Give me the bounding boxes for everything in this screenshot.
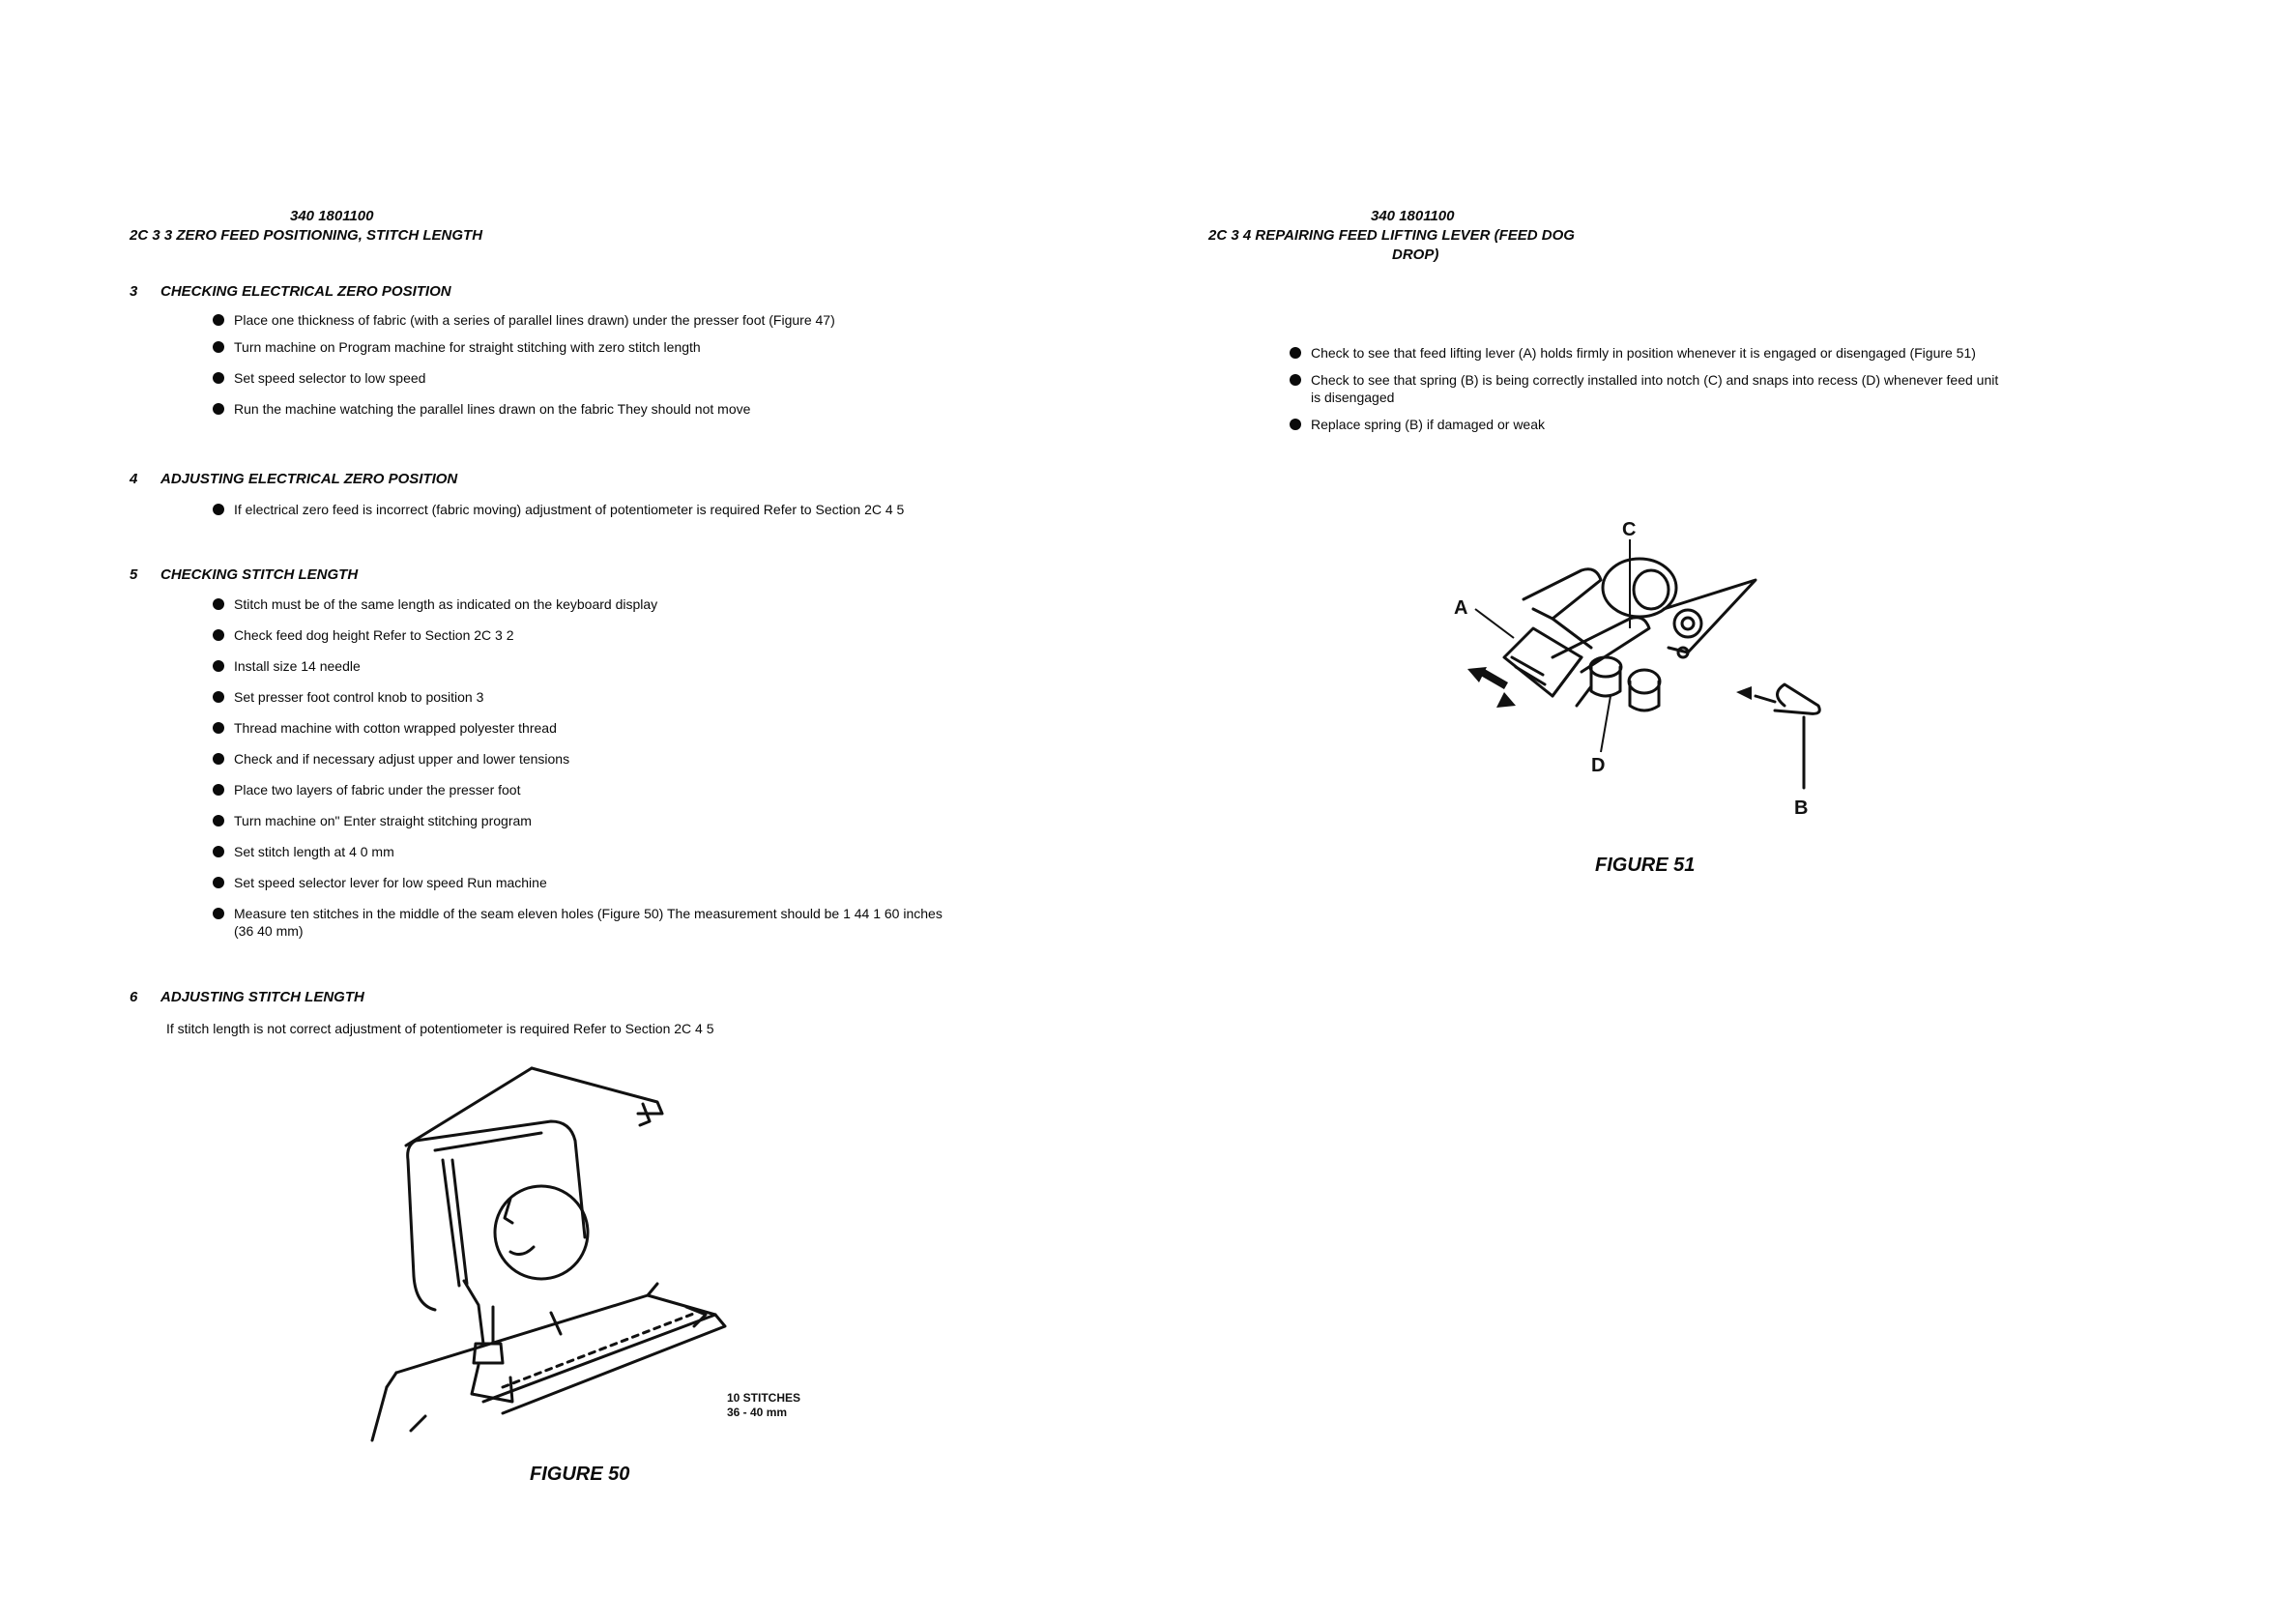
list-item: Check to see that spring (B) is being co… xyxy=(1290,371,2005,406)
label-d: D xyxy=(1591,755,1605,776)
list-item: Place two layers of fabric under the pre… xyxy=(213,781,947,798)
header-code: 340 1801100 xyxy=(290,208,374,224)
section-title: CHECKING STITCH LENGTH xyxy=(160,566,359,583)
list-item: Set presser foot control knob to positio… xyxy=(213,688,947,706)
list-item: Run the machine watching the parallel li… xyxy=(213,400,928,418)
list-item: Place one thickness of fabric (with a se… xyxy=(213,311,928,329)
section-number: 3 xyxy=(130,283,138,300)
list-item: Check feed dog height Refer to Section 2… xyxy=(213,626,947,644)
left-page: 340 1801100 2C 3 3 ZERO FEED POSITIONING… xyxy=(0,0,1146,1624)
list-item: Measure ten stitches in the middle of th… xyxy=(213,905,947,940)
list-item: Replace spring (B) if damaged or weak xyxy=(1290,416,2005,433)
stitches-measure: 36 - 40 mm xyxy=(727,1406,787,1419)
label-a: A xyxy=(1454,597,1467,619)
figure-51-caption: FIGURE 51 xyxy=(1595,855,1696,876)
list-item: Install size 14 needle xyxy=(213,657,947,675)
label-b: B xyxy=(1794,798,1808,819)
figure-50-illustration: 10 STITCHES 36 - 40 mm xyxy=(370,1066,800,1442)
page-title: 2C 3 4 REPAIRING FEED LIFTING LEVER (FEE… xyxy=(1208,227,1575,244)
section-4-heading: 4 ADJUSTING ELECTRICAL ZERO POSITION xyxy=(130,471,457,487)
list-item: Thread machine with cotton wrapped polye… xyxy=(213,719,947,737)
section-3-list: Place one thickness of fabric (with a se… xyxy=(213,311,928,418)
section-6-text: If stitch length is not correct adjustme… xyxy=(166,1021,714,1036)
section-title: ADJUSTING ELECTRICAL ZERO POSITION xyxy=(160,471,458,487)
section-6-heading: 6 ADJUSTING STITCH LENGTH xyxy=(130,989,364,1005)
section-title: ADJUSTING STITCH LENGTH xyxy=(160,989,364,1005)
page-title-continued: DROP) xyxy=(1392,246,1439,263)
list-item: Stitch must be of the same length as ind… xyxy=(213,595,947,613)
list-item: Set speed selector lever for low speed R… xyxy=(213,874,947,891)
list-item: Check to see that feed lifting lever (A)… xyxy=(1290,344,2005,362)
stitches-label: 10 STITCHES xyxy=(727,1391,800,1405)
list-item: Set speed selector to low speed xyxy=(213,369,928,387)
section-3-heading: 3 CHECKING ELECTRICAL ZERO POSITION xyxy=(130,283,451,300)
list-item: Set stitch length at 4 0 mm xyxy=(213,843,947,860)
list-item: Check and if necessary adjust upper and … xyxy=(213,750,947,768)
section-number: 6 xyxy=(130,989,138,1005)
section-5-heading: 5 CHECKING STITCH LENGTH xyxy=(130,566,358,583)
list-item: Turn machine on Program machine for stra… xyxy=(213,338,928,356)
label-c: C xyxy=(1622,519,1636,540)
header-code: 340 1801100 xyxy=(1371,208,1455,224)
figure-50-caption: FIGURE 50 xyxy=(530,1464,630,1485)
list-item: Turn machine on" Enter straight stitchin… xyxy=(213,812,947,829)
page-title: 2C 3 3 ZERO FEED POSITIONING, STITCH LEN… xyxy=(130,227,483,244)
list-item: If electrical zero feed is incorrect (fa… xyxy=(213,501,928,518)
feed-lever-list: Check to see that feed lifting lever (A)… xyxy=(1290,344,2005,433)
section-4-list: If electrical zero feed is incorrect (fa… xyxy=(213,501,928,518)
figure-51-illustration: A C D B xyxy=(1454,519,1821,819)
section-number: 5 xyxy=(130,566,138,583)
section-title: CHECKING ELECTRICAL ZERO POSITION xyxy=(160,283,451,300)
section-number: 4 xyxy=(130,471,138,487)
section-5-list: Stitch must be of the same length as ind… xyxy=(213,595,947,940)
right-page: 340 1801100 2C 3 4 REPAIRING FEED LIFTIN… xyxy=(1146,0,2293,1624)
